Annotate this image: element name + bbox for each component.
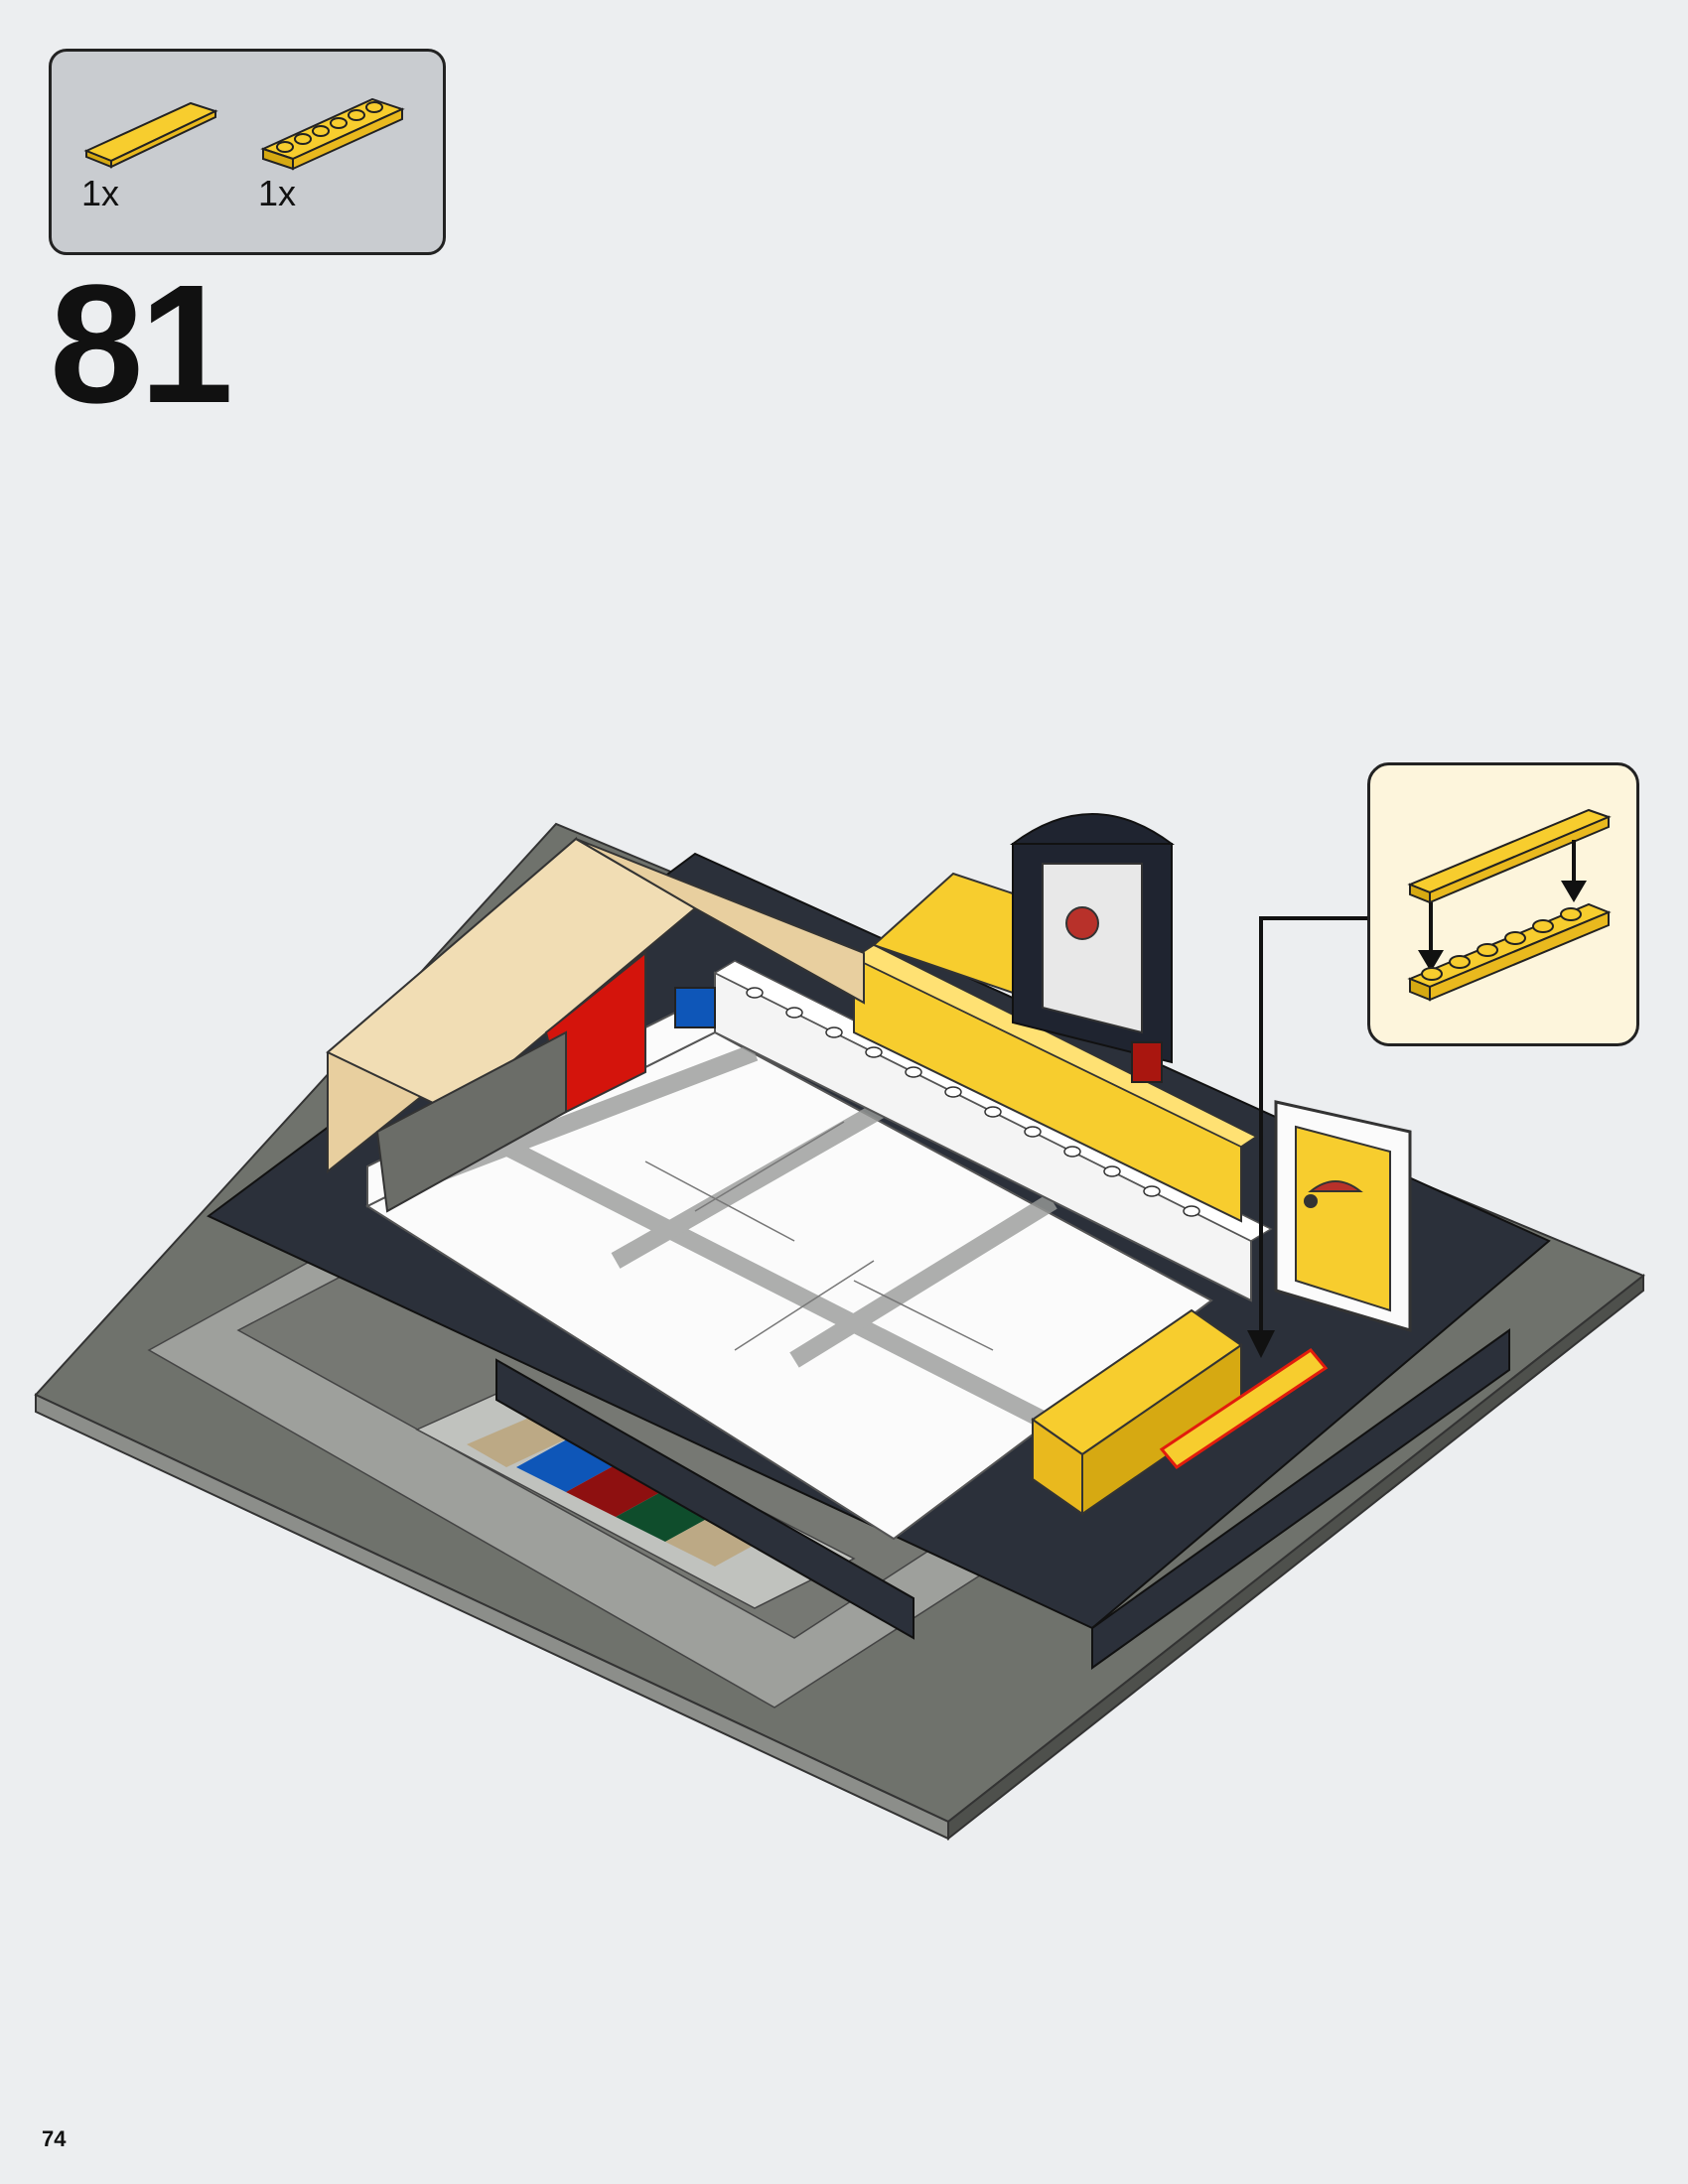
callout-box (1367, 762, 1639, 1046)
yellow-door-window (1308, 1180, 1363, 1192)
tile-1x6-icon (83, 101, 218, 169)
plate-1x6-icon (260, 97, 405, 171)
white-wall-studs (746, 987, 1200, 1217)
red-small-part (1131, 1041, 1163, 1083)
black-door-panel (1042, 863, 1143, 1034)
dark-gray-blocks (375, 1030, 567, 1213)
front-black-wall-right (1091, 1328, 1510, 1670)
yellow-door (1295, 1125, 1391, 1312)
part-quantity: 1x (81, 173, 120, 213)
callout-assembly-icon (1407, 808, 1612, 1002)
page-number: 74 (42, 2126, 67, 2151)
floor-gray-stripes (413, 1043, 1057, 1429)
blue-brick (674, 987, 716, 1028)
door-window-red (1065, 906, 1099, 940)
baseplate-edge-right (947, 1273, 1644, 1842)
tan-wall-back (575, 838, 865, 1005)
part-tile-1x6-yellow: 1x (81, 91, 240, 213)
part-quantity: 1x (258, 173, 297, 213)
yellow-door-knob (1304, 1194, 1318, 1208)
callout-connector (1259, 916, 1370, 1345)
front-black-wall (495, 1358, 914, 1640)
callout-arrowhead (1247, 1330, 1275, 1358)
part-plate-1x6-yellow: 1x (258, 87, 427, 213)
yellow-wall-top (852, 944, 1258, 1148)
step-number: 81 (50, 250, 233, 439)
floor-tile-lines (644, 1121, 994, 1351)
black-door-arch (1009, 813, 1176, 845)
parts-list-box: 1x 1x (49, 49, 446, 255)
new-tile-highlight (1159, 1348, 1329, 1469)
